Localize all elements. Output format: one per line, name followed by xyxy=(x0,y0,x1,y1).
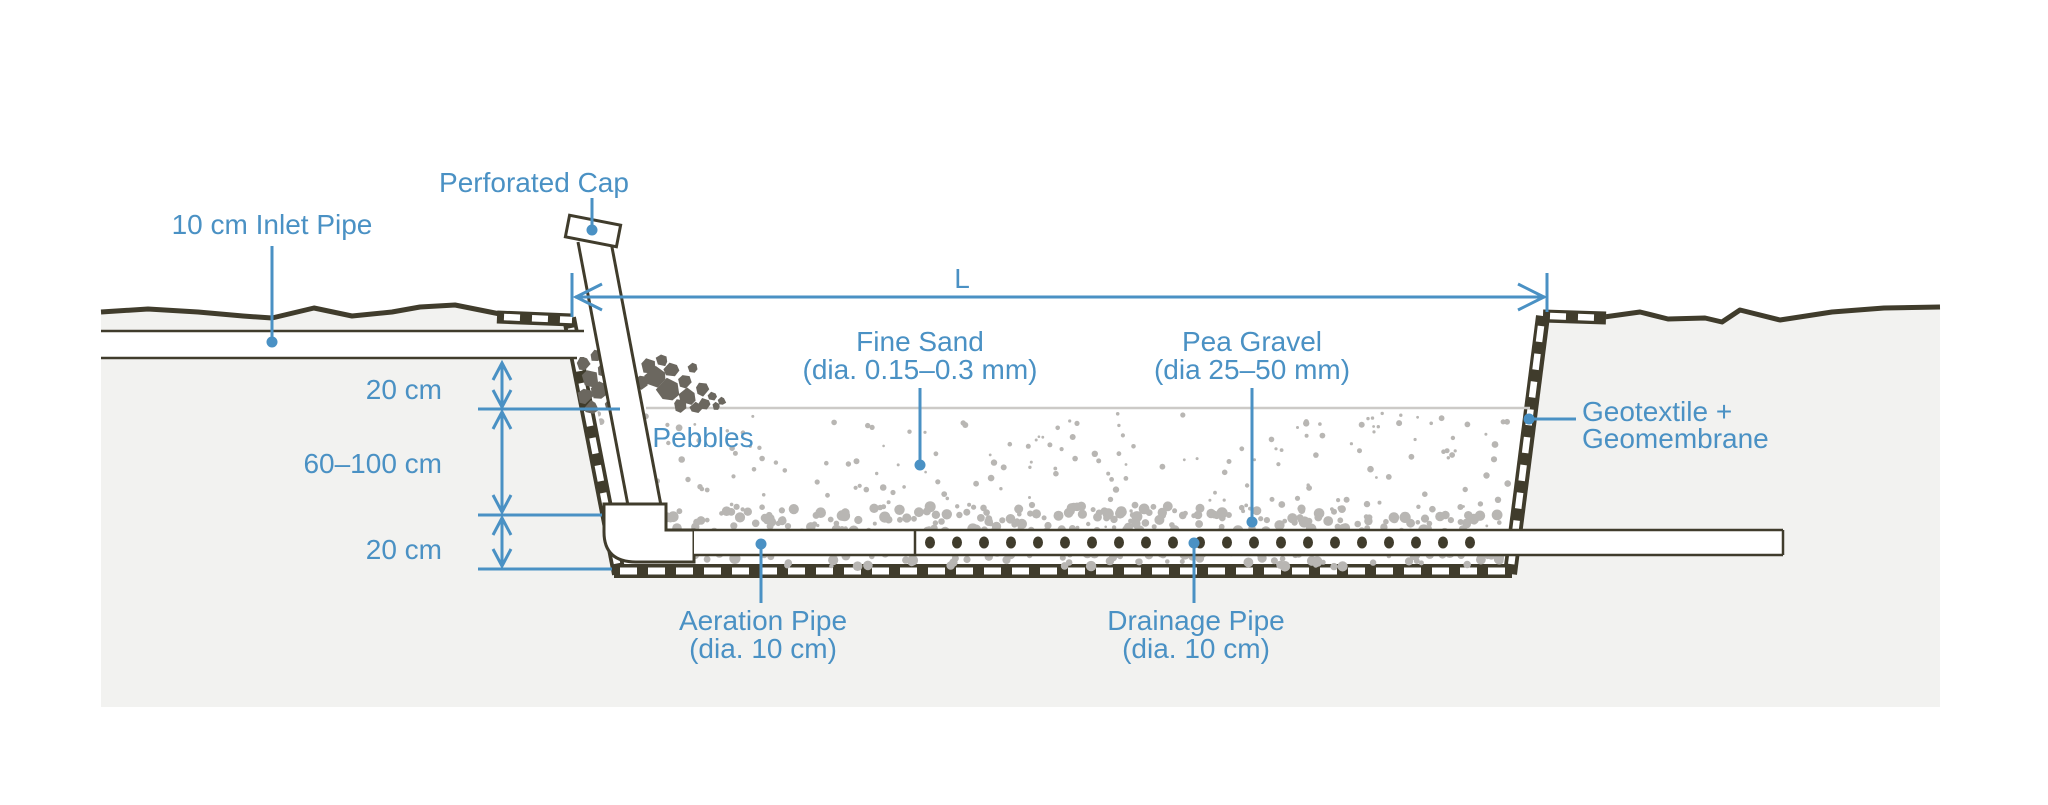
label-dim-top-20cm: 20 cm xyxy=(366,374,442,405)
leader-lines xyxy=(266,198,1576,603)
label-geomembrane: Geomembrane xyxy=(1582,423,1769,454)
label-drainage-pipe-dia: (dia. 10 cm) xyxy=(1122,633,1270,664)
ground-surface-left xyxy=(100,302,501,321)
label-fine-sand: Fine Sand xyxy=(856,326,984,357)
label-drainage-pipe: Drainage Pipe xyxy=(1107,605,1284,636)
label-aeration-pipe-dia: (dia. 10 cm) xyxy=(689,633,837,664)
pebbles-cluster xyxy=(576,349,727,414)
dimension-depth-stack xyxy=(478,359,620,571)
label-length-L: L xyxy=(954,263,970,294)
label-pebbles: Pebbles xyxy=(652,422,753,453)
ground-surface-right xyxy=(1603,304,1941,325)
inlet-pipe xyxy=(101,329,584,360)
label-pea-gravel: Pea Gravel xyxy=(1182,326,1322,357)
label-dim-bottom-20cm: 20 cm xyxy=(366,534,442,565)
label-aeration-pipe: Aeration Pipe xyxy=(679,605,847,636)
label-dim-middle-60-100cm: 60–100 cm xyxy=(303,448,442,479)
ground-soil xyxy=(101,307,1940,707)
perforation-holes xyxy=(925,536,1475,549)
label-perforated-cap: Perforated Cap xyxy=(439,167,629,198)
label-inlet-pipe: 10 cm Inlet Pipe xyxy=(172,209,373,240)
label-geotextile: Geotextile + xyxy=(1582,396,1732,427)
label-fine-sand-dia: (dia. 0.15–0.3 mm) xyxy=(803,354,1038,385)
label-pea-gravel-dia: (dia 25–50 mm) xyxy=(1154,354,1350,385)
elbow-fitting xyxy=(602,502,696,564)
aeration-riser-pipe xyxy=(576,241,665,517)
drainage-pipe xyxy=(694,528,1785,557)
dimension-length-L xyxy=(570,273,1549,317)
